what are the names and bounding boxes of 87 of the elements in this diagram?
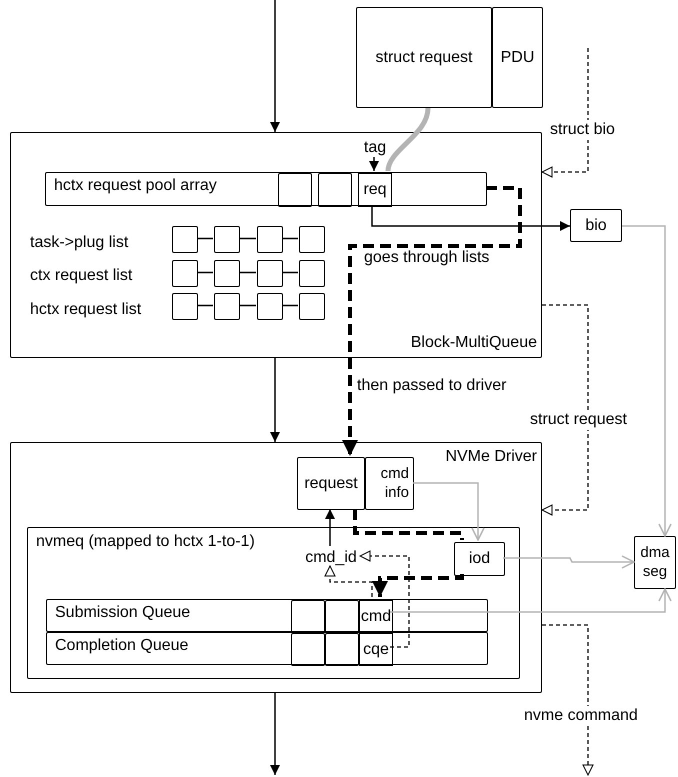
node-text: request	[304, 474, 358, 494]
node-text: cmd info	[380, 464, 409, 502]
connector-line	[197, 272, 213, 274]
connector-line	[239, 272, 256, 274]
edge-label: struct bio	[548, 120, 617, 140]
node-text: iod	[468, 549, 490, 569]
nvmeq-panel	[27, 527, 520, 679]
nvme-driver-panel	[10, 442, 542, 693]
arrow	[390, 588, 672, 613]
cmd-slot	[359, 600, 393, 633]
slot-box	[278, 173, 312, 207]
slot-box	[214, 260, 240, 287]
arrow	[270, 0, 280, 132]
connector-line	[197, 304, 213, 306]
slot-box	[291, 633, 325, 666]
pool-array-bar	[45, 172, 487, 206]
block-multiqueue-panel	[10, 132, 542, 358]
arrow	[542, 304, 589, 516]
slot-box	[291, 600, 325, 633]
slot-box	[172, 226, 198, 253]
slot-box	[172, 293, 198, 320]
slot-box	[325, 633, 359, 666]
slot-box	[325, 600, 359, 633]
arrow	[542, 48, 589, 178]
list-label: hctx request list	[30, 300, 142, 320]
edge-label: struct request	[528, 410, 629, 430]
slot-box	[214, 226, 240, 253]
slot-box	[172, 260, 198, 287]
node-text: bio	[585, 216, 607, 236]
slot-box	[214, 293, 240, 320]
slot-box	[299, 226, 325, 253]
pdu-box	[492, 7, 543, 108]
iod-box	[454, 542, 505, 576]
node-text: Submission Queue	[55, 603, 190, 623]
node-text: NVMe Driver	[445, 447, 537, 467]
slot-box	[299, 293, 325, 320]
flow-arrow	[372, 574, 464, 597]
arrow	[369, 157, 379, 171]
connector-line	[386, 108, 430, 172]
node-text: Block-MultiQueue	[410, 333, 537, 353]
req-slot	[358, 173, 392, 207]
request-box	[297, 457, 365, 510]
arrow	[413, 482, 485, 541]
arrow	[325, 509, 335, 546]
flow-arrow	[342, 186, 522, 456]
flow-note: then passed to driver	[357, 376, 506, 396]
slot-box	[257, 226, 283, 253]
slot-box	[257, 293, 283, 320]
connector-line	[239, 304, 256, 306]
arrow	[270, 358, 280, 442]
connector-line	[282, 272, 298, 274]
node-text: tag	[364, 138, 386, 158]
node-text: req	[363, 180, 387, 200]
edge-label: nvme command	[522, 706, 640, 726]
arrow	[503, 555, 635, 569]
node-text: hctx request pool array	[54, 176, 217, 196]
cmd-info-box	[365, 457, 414, 510]
arrow	[371, 205, 570, 231]
connector-line	[282, 238, 298, 240]
connector-line	[197, 238, 213, 240]
node-text: nvmeq (mapped to hctx 1-to-1)	[36, 532, 255, 552]
node-text: PDU	[500, 48, 534, 68]
list-label: task->plug list	[30, 233, 128, 253]
connector-line	[239, 238, 256, 240]
arrow	[542, 624, 594, 776]
connector-line	[282, 304, 298, 306]
completion-queue-bar	[46, 632, 488, 665]
list-label: ctx request list	[30, 266, 132, 286]
slot-box	[318, 173, 352, 207]
bio-box	[570, 209, 622, 242]
slot-box	[299, 260, 325, 287]
node-text: cmd_id	[305, 548, 357, 568]
arrow	[324, 566, 373, 597]
edge-label: goes through lists	[362, 248, 492, 268]
node-text: cmd	[360, 606, 392, 626]
arrow	[270, 693, 280, 775]
node-text: dma seg	[639, 544, 671, 582]
arrow	[622, 225, 672, 537]
node-text: struct request	[376, 48, 472, 68]
arrow	[360, 550, 410, 648]
struct-box	[356, 7, 492, 108]
slot-box	[257, 260, 283, 287]
cqe-slot	[359, 633, 393, 666]
dma-seg-box	[634, 536, 676, 589]
node-text: cqe	[363, 640, 389, 660]
node-text: Completion Queue	[55, 636, 188, 656]
submission-queue-bar	[46, 599, 488, 632]
